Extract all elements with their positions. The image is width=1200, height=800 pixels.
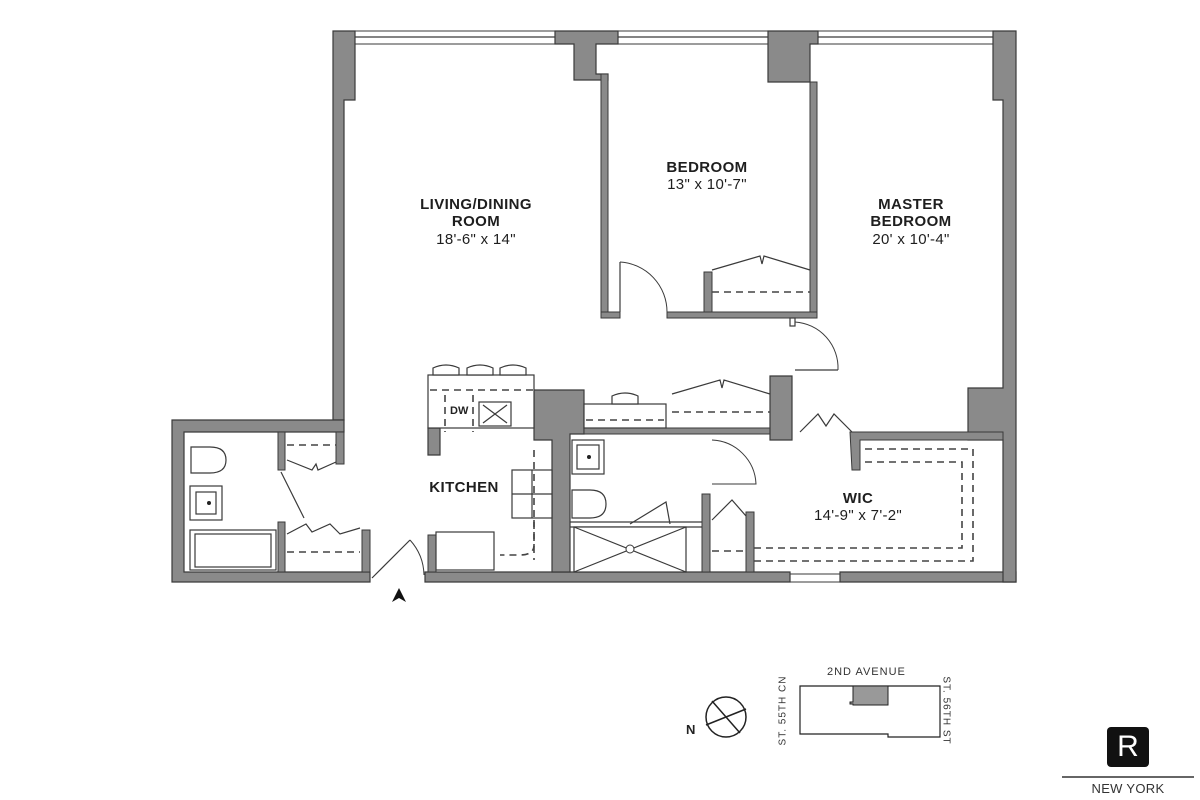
room-label-wic: WIC 14'-9" x 7'-2" [814, 490, 902, 525]
logo-divider [1062, 776, 1194, 778]
brand-logo-icon: R [1107, 727, 1149, 767]
room-name: LIVING/DINING [420, 196, 532, 213]
doors [280, 261, 853, 579]
room-dimensions: 14'-9" x 7'-2" [813, 507, 903, 525]
kitchen-fixtures [427, 364, 553, 571]
dishwasher-label: DW [450, 405, 469, 417]
brand-city: NEW YORK [1091, 781, 1165, 796]
north-label: N [686, 722, 696, 737]
room-label-bedroom: BEDROOM 13" x 10'-7" [666, 159, 747, 194]
room-name: KITCHEN [429, 479, 499, 496]
walls [171, 30, 1017, 583]
room-name: BEDROOM [666, 159, 748, 176]
room-label-living-dining: LIVING/DINING ROOM 18'-6" x 14" [420, 196, 532, 248]
room-name: ROOM [451, 213, 501, 231]
room-dimensions: 20' x 10'-4" [872, 230, 950, 248]
room-label-kitchen: KITCHEN [429, 479, 498, 496]
key-plan [705, 685, 941, 738]
left-bathroom [189, 446, 277, 571]
entry-arrow-icon [392, 588, 406, 602]
room-dimensions: 13" x 10'-7" [667, 176, 747, 194]
street-left-label: ST. 55TH CN [777, 675, 789, 746]
avenue-label: 2ND AVENUE [827, 666, 906, 678]
street-right-label: ST. 56TH ST [940, 676, 952, 745]
room-dimensions: 18'-6" x 14" [436, 230, 516, 248]
room-name: BEDROOM [870, 213, 952, 231]
room-name: WIC [842, 490, 874, 507]
master-bathroom [570, 439, 702, 573]
room-label-master-bedroom: MASTER BEDROOM 20' x 10'-4" [870, 196, 951, 248]
closets [286, 255, 974, 562]
room-name: MASTER [878, 196, 944, 213]
